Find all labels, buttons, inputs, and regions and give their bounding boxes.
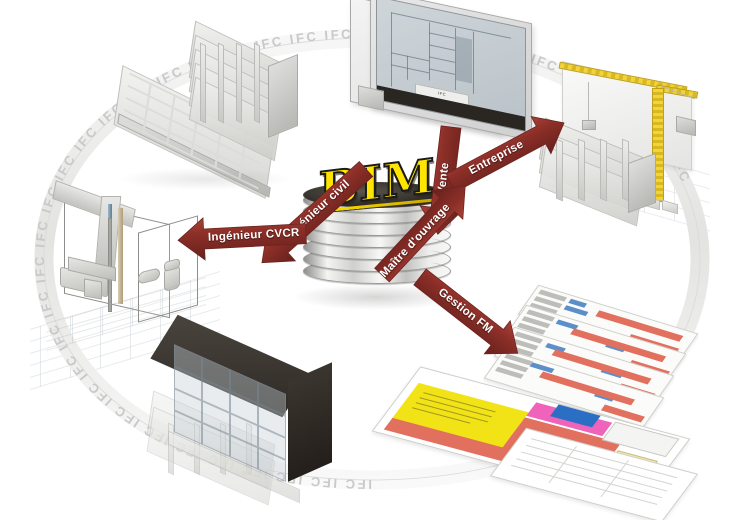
structural-frame-reflection — [120, 168, 290, 190]
arrow-maitre-douvrage[interactable]: Maître d'ouvrage — [365, 170, 482, 291]
mep-interior-model — [46, 180, 226, 351]
construction-site-crane — [536, 52, 721, 227]
chair — [84, 278, 102, 300]
building-end-wall — [288, 362, 332, 482]
arrow-entreprise[interactable]: Entreprise — [440, 103, 575, 204]
presentation-monitor: IFC — [348, 0, 533, 142]
waste-pipe — [118, 208, 123, 304]
dark-building-model — [146, 314, 380, 506]
structural-frame-model — [112, 20, 312, 199]
colored-floor-plan — [371, 366, 699, 520]
arrow-ingenieur-cvcr[interactable]: Ingénieur CVCR — [177, 211, 307, 264]
arrow-gestion-fm[interactable]: Gestion FM — [406, 259, 532, 372]
